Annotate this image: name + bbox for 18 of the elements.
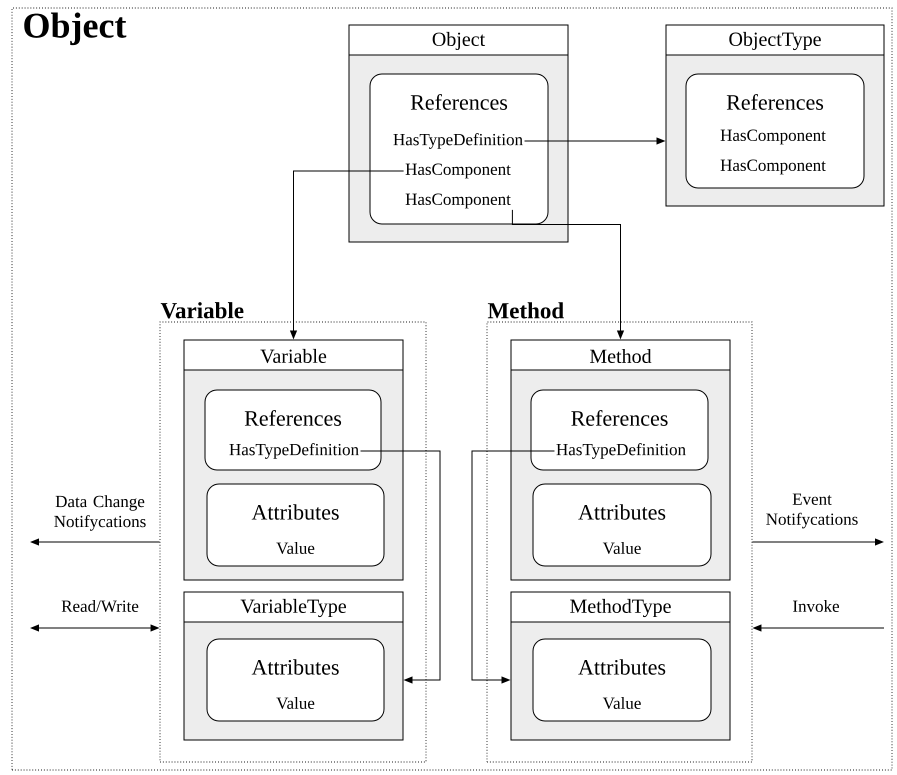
edge-label: Invoke [793,600,840,612]
node-label: Method [488,302,564,318]
reference-text: HasTypeDefinition [556,443,686,459]
node-label: Variable [160,302,244,318]
edge-label: Read/Write [62,600,138,612]
reference-text: HasComponent [720,160,826,174]
reference-text: HasComponent [720,130,826,144]
reference-text: HasComponent [406,164,511,178]
rounded-box: Attributes Value [532,638,712,722]
edge-label: Data Change Notifycations [54,495,146,531]
rounded-box: Attributes Value [206,484,384,566]
reference-text: HasComponent [406,194,511,208]
arrow [360,450,440,684]
reference-text: HasTypeDefinition [393,133,523,149]
edge-label: Event Notifycations [766,494,858,528]
reference-text: HasTypeDefinition [229,443,359,459]
rounded-box: Attributes Value [206,638,384,722]
rounded-box: Attributes Value [532,484,712,566]
